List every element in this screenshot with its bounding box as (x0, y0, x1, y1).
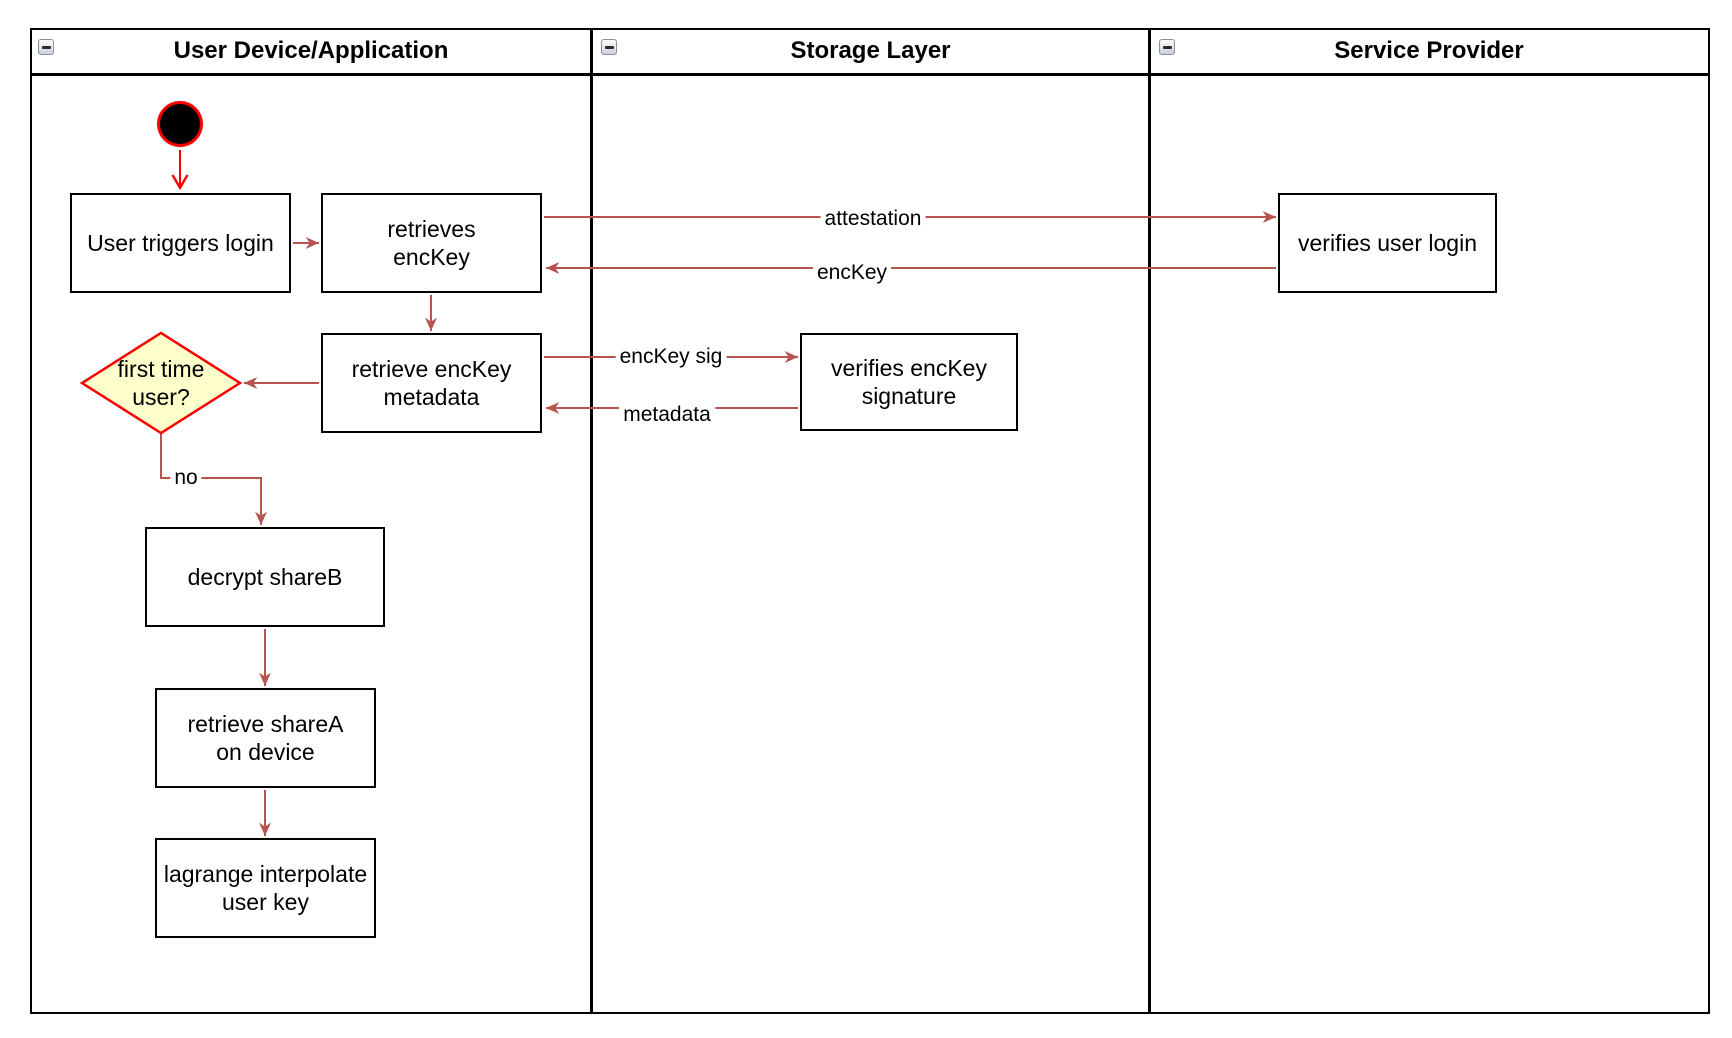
collapse-lane-icon[interactable] (601, 39, 617, 55)
lane-header-user-device[interactable]: User Device/Application (32, 30, 590, 72)
lane-header-service-provider[interactable]: Service Provider (1151, 30, 1707, 72)
lane-divider-1 (590, 28, 593, 1014)
collapse-lane-icon[interactable] (1159, 39, 1175, 55)
lane-header-storage-layer[interactable]: Storage Layer (593, 30, 1148, 72)
edge-label-attestation: attestation (820, 206, 926, 232)
activity-retrieve-sharea-on-device[interactable]: retrieve shareA on device (155, 688, 376, 788)
edge-label-enckey-sig: encKey sig (615, 344, 727, 370)
decision-first-time-user[interactable]: first time user? (117, 355, 205, 410)
activity-user-triggers-login[interactable]: User triggers login (70, 193, 291, 293)
collapse-lane-icon[interactable] (38, 39, 54, 55)
lane-header-separator (31, 73, 1709, 76)
minus-icon (41, 45, 51, 49)
start-node[interactable] (157, 101, 203, 147)
edge-label-metadata: metadata (619, 402, 715, 428)
lane-title: Service Provider (1334, 37, 1524, 64)
lane-title: Storage Layer (790, 37, 951, 64)
edge-label-enckey: encKey (812, 260, 892, 286)
activity-lagrange-interpolate-user-key[interactable]: lagrange interpolate user key (155, 838, 376, 938)
activity-retrieve-enckey-metadata[interactable]: retrieve encKey metadata (321, 333, 542, 433)
activity-verifies-enckey-signature[interactable]: verifies encKey signature (800, 333, 1018, 431)
minus-icon (604, 45, 614, 49)
lane-divider-2 (1148, 28, 1151, 1014)
lane-title: User Device/Application (173, 37, 449, 64)
activity-decrypt-shareb[interactable]: decrypt shareB (145, 527, 385, 627)
activity-verifies-user-login[interactable]: verifies user login (1278, 193, 1497, 293)
minus-icon (1162, 45, 1172, 49)
activity-retrieves-enckey[interactable]: retrieves encKey (321, 193, 542, 293)
edge-label-no: no (170, 465, 202, 491)
